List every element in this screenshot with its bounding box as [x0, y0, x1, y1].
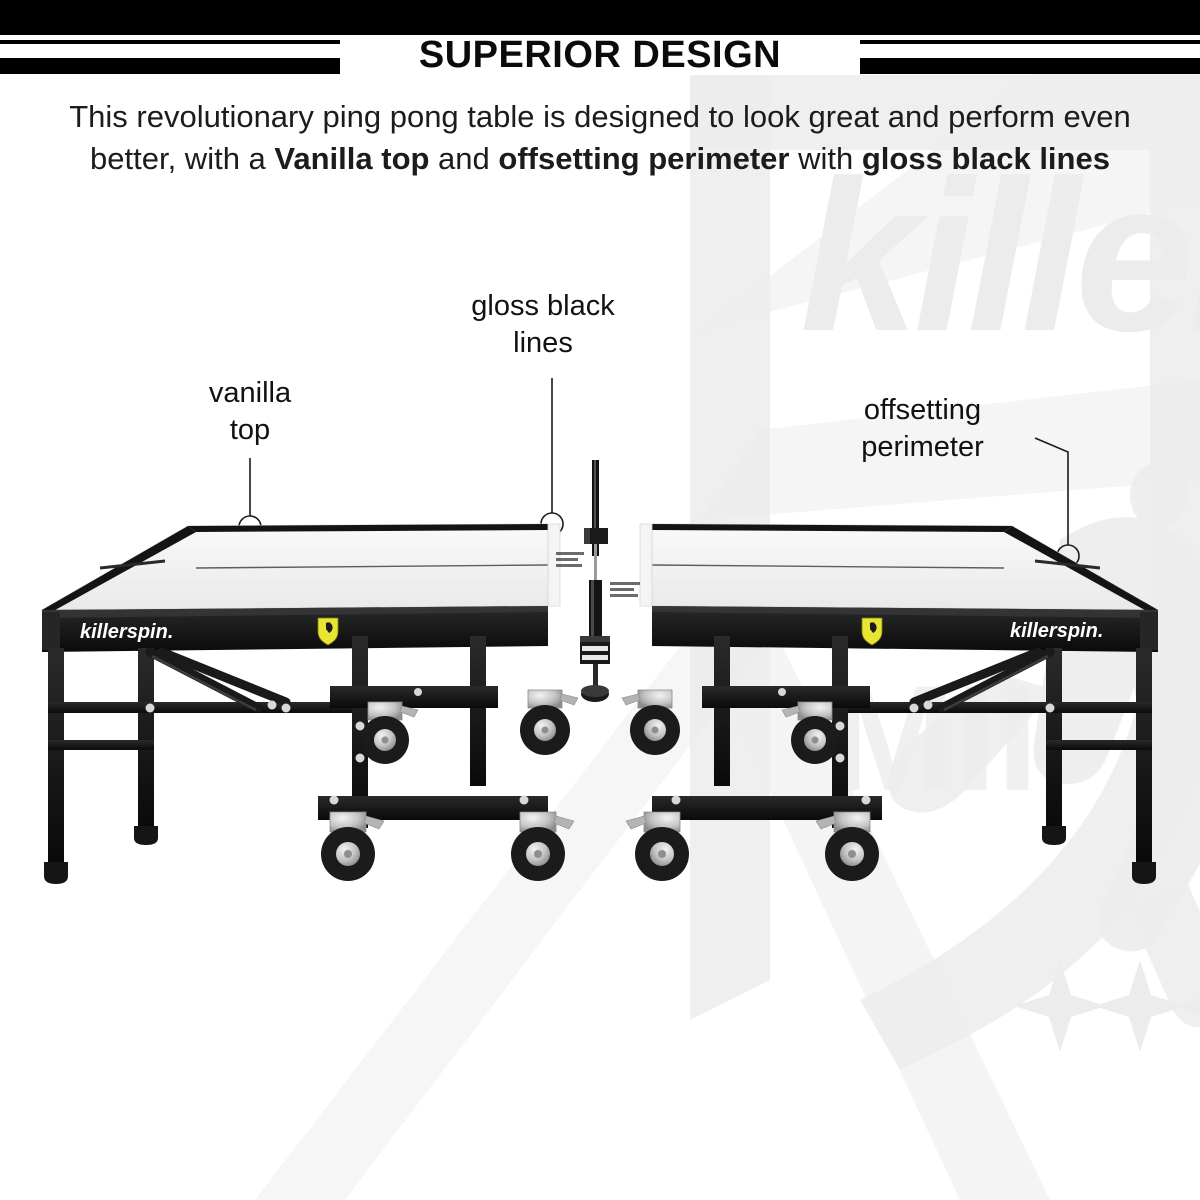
brace-highlight-right [943, 654, 1049, 712]
subtitle-run-3: offsetting perimeter [498, 141, 790, 176]
killerspin-shield-badge-right [861, 617, 883, 646]
brace-highlight-left [151, 654, 257, 712]
perimeter-side-right [1004, 526, 1158, 614]
top-black-bar [0, 0, 1200, 35]
subtitle-run-4: with [789, 141, 862, 176]
apron-left [42, 606, 548, 652]
caster-left-b [520, 689, 579, 755]
caster-beam-upper-left [330, 686, 498, 708]
callout-line-1: gloss black [471, 290, 615, 322]
frame-right [714, 636, 1156, 884]
caster-left-a [361, 701, 419, 764]
ping-pong-table-illustration: killerspin. [40, 460, 1160, 884]
perimeter-back-left [188, 524, 548, 532]
apron-highlight-right [652, 606, 1158, 618]
callout-gloss-black-lines: gloss black lines [428, 288, 658, 362]
caster-right-a [781, 701, 839, 764]
callout-line-1: vanilla [208, 377, 292, 409]
rule-thick-bar [860, 58, 1200, 74]
callout-line-2: perimeter [861, 431, 984, 463]
page-title: SUPERIOR DESIGN [418, 34, 782, 76]
callout-vanilla-top: vanilla top [150, 375, 350, 449]
surface-decal-right [1034, 559, 1101, 570]
corner-cap-right [1140, 612, 1158, 650]
perimeter-side-left [42, 526, 196, 614]
frame-bolts-right [835, 687, 1055, 763]
rule-thick-bar [0, 58, 340, 74]
folding-brace-right [909, 647, 1055, 713]
net-post-assembly [547, 460, 653, 702]
page-subtitle: This revolutionary ping pong table is de… [60, 96, 1140, 180]
center-line-right [651, 564, 1005, 569]
killerspin-shield-badge-left [317, 617, 339, 646]
subtitle-run-5: gloss black lines [861, 141, 1110, 176]
rule-thin-line [860, 40, 1200, 44]
callout-offsetting-perimeter: offsetting perimeter [815, 392, 1030, 466]
frame-left [44, 636, 486, 884]
subtitle-run-0: This revolutionary ping pong table is de… [69, 99, 1131, 176]
brand-wordmark-left: killerspin. [80, 621, 173, 643]
caster-beam-upper-right [702, 686, 870, 708]
callout-line-1: offsetting [863, 394, 982, 426]
apron-highlight-left [42, 606, 548, 618]
caster-right-c [815, 811, 879, 881]
subtitle-run-2: and [429, 141, 499, 176]
brand-wordmark-right: killerspin. [1010, 620, 1103, 642]
caster-left-c [321, 811, 385, 881]
surface-decal-left [99, 559, 166, 570]
table-half-left: killerspin. [40, 523, 579, 884]
corner-cap-left [42, 612, 60, 650]
caster-left-d [511, 811, 575, 881]
rule-thin-line [0, 40, 340, 44]
folding-brace-left [145, 647, 291, 713]
callout-line-2: lines [513, 327, 573, 359]
caster-right-b [621, 689, 680, 755]
subtitle-run-1: Vanilla top [274, 141, 430, 176]
table-half-right [621, 523, 1160, 884]
perimeter-back-right [652, 524, 1012, 532]
center-line-left [195, 564, 549, 569]
apron-right [652, 606, 1158, 652]
caster-right-d [625, 811, 689, 881]
callout-line-2: top [229, 414, 271, 446]
